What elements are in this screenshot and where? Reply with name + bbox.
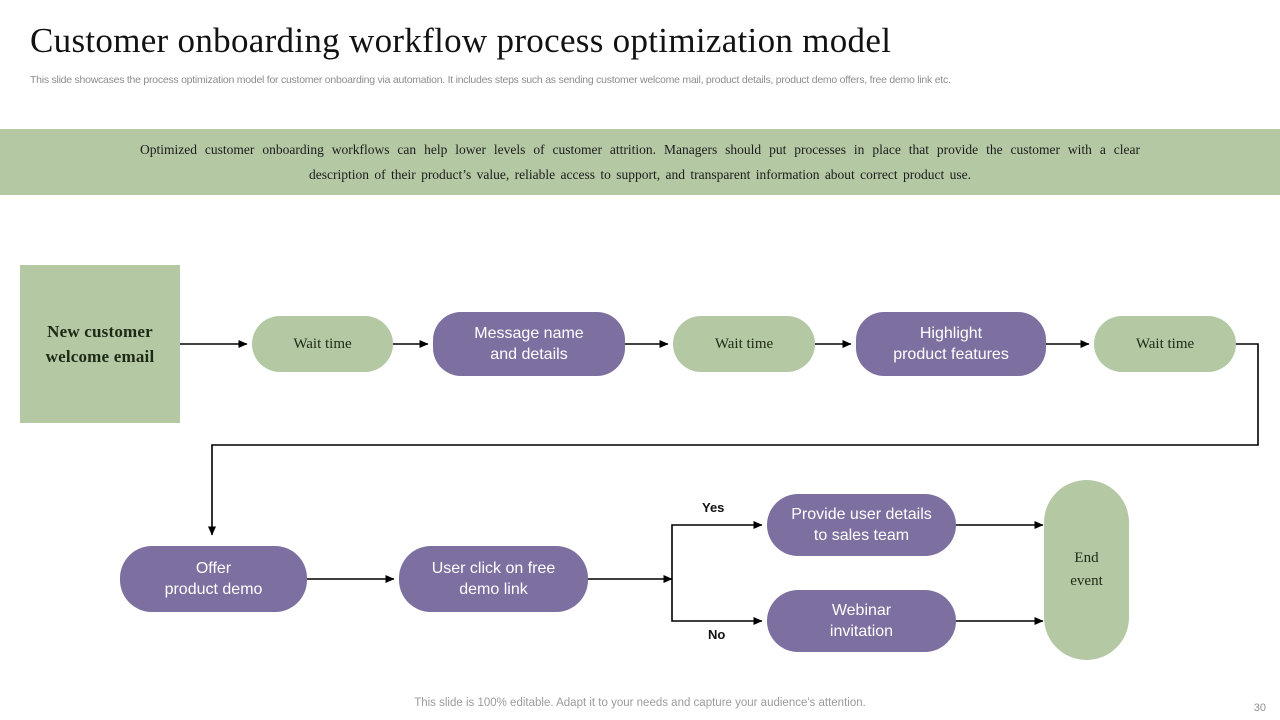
node-label-line1: New customer xyxy=(47,322,153,341)
node-provide-user-details-to-sales-team[interactable]: Provide user details to sales team xyxy=(767,494,956,556)
node-message-name-and-details[interactable]: Message name and details xyxy=(433,312,625,376)
node-label-line1: Offer xyxy=(195,560,232,577)
node-label-line1: End xyxy=(1074,550,1099,566)
branch-label-no: No xyxy=(708,627,726,642)
node-highlight-product-features[interactable]: Highlight product features xyxy=(856,312,1046,376)
node-wait-time-3[interactable]: Wait time xyxy=(1094,316,1236,372)
node-label-line2: to sales team xyxy=(813,527,910,544)
footer-note: This slide is 100% editable. Adapt it to… xyxy=(414,697,866,709)
highlight-banner: Optimized customer onboarding workflows … xyxy=(0,129,1280,195)
node-offer-product-demo[interactable]: Offer product demo xyxy=(120,546,307,612)
node-label-line2: product demo xyxy=(164,581,263,598)
node-wait-time-1[interactable]: Wait time xyxy=(252,316,393,372)
node-wait-time-2[interactable]: Wait time xyxy=(673,316,815,372)
node-label-line2: demo link xyxy=(459,581,528,598)
connector-layer xyxy=(180,340,1259,625)
node-label-line2: invitation xyxy=(829,623,894,640)
node-label-line2: and details xyxy=(490,346,568,363)
page-number: 30 xyxy=(1253,702,1266,714)
connector-wait3-to-offer xyxy=(208,343,1259,536)
node-user-click-on-free-demo-link[interactable]: User click on free demo link xyxy=(399,546,588,612)
page-subtitle: This slide showcases the process optimiz… xyxy=(30,74,951,86)
branch-label-yes: Yes xyxy=(702,500,725,515)
node-label: Wait time xyxy=(293,336,352,352)
node-label-line2: product features xyxy=(893,346,1009,363)
node-label-line1: User click on free xyxy=(431,560,556,577)
connector-branch-no xyxy=(671,579,763,625)
node-new-customer-welcome-email[interactable]: New customer welcome email xyxy=(20,265,180,423)
node-label-line1: Message name xyxy=(474,325,584,342)
node-label: Wait time xyxy=(714,336,774,352)
node-label-line1: Provide user details xyxy=(791,506,932,523)
page-title: Customer onboarding workflow process opt… xyxy=(30,21,892,60)
highlight-banner-text: Optimized customer onboarding workflows … xyxy=(140,142,1140,182)
node-label-line1: Highlight xyxy=(919,325,983,342)
node-label-line2: event xyxy=(1070,573,1103,589)
node-label-line1: Webinar xyxy=(831,602,892,619)
workflow-diagram: New customer welcome email Wait time Mes… xyxy=(0,195,1280,675)
node-label-line2: welcome email xyxy=(45,347,155,366)
connector-branch-yes xyxy=(671,521,763,579)
node-label: Wait time xyxy=(1135,336,1195,352)
node-end-event[interactable]: End event xyxy=(1044,480,1129,660)
node-webinar-invitation[interactable]: Webinar invitation xyxy=(767,590,956,652)
